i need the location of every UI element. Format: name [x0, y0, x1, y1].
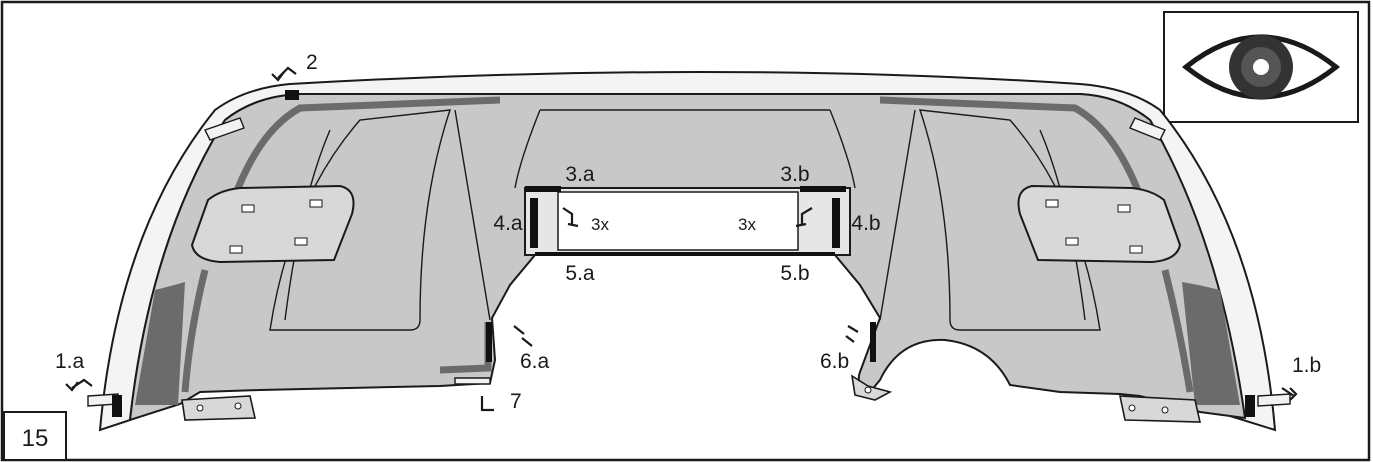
plate-opening: [557, 191, 799, 251]
eye-icon: [1163, 11, 1359, 123]
step-number: 15: [22, 425, 49, 452]
clip-6b: [870, 322, 876, 362]
accent-strip-right: [879, 96, 1144, 198]
tape-tabs: [87, 117, 1291, 407]
accent-strip-right-lower: [1161, 269, 1194, 393]
label-1a: 1.a: [55, 350, 85, 373]
clip-5: [535, 252, 835, 256]
count-right: 3x: [738, 215, 756, 234]
release-arrows: [65, 66, 1298, 412]
clip-6a: [486, 322, 492, 362]
mount-plate-left: [190, 184, 355, 264]
clip-3b: [800, 186, 846, 192]
mount-plate-right: [1017, 184, 1182, 264]
label-2: 2: [306, 51, 318, 74]
clip-4b: [832, 198, 840, 248]
accent-strip-left: [231, 96, 501, 198]
label-1b: 1.b: [1292, 354, 1321, 377]
step-number-box: [3, 411, 67, 461]
label-4a: 4.a: [493, 212, 523, 235]
tab-holes: [196, 386, 1169, 414]
clip-1a: [112, 395, 122, 417]
label-6a: 6.a: [520, 350, 550, 373]
clip-3a: [525, 186, 561, 192]
label-5a: 5.a: [565, 262, 595, 285]
label-3b: 3.b: [780, 163, 809, 186]
reflector-left: [135, 282, 185, 405]
count-left: 3x: [591, 215, 609, 234]
label-3a: 3.a: [565, 163, 595, 186]
label-7: 7: [510, 390, 522, 413]
clip-2: [285, 90, 299, 100]
reflector-right: [1182, 282, 1240, 405]
label-4b: 4.b: [851, 212, 880, 235]
clip-4a: [530, 198, 538, 248]
label-6b: 6.b: [820, 350, 849, 373]
label-5b: 5.b: [780, 262, 809, 285]
mount-tabs: [181, 374, 1202, 423]
accent-strip-left-lower: [181, 269, 209, 393]
clip-1b: [1245, 395, 1255, 417]
